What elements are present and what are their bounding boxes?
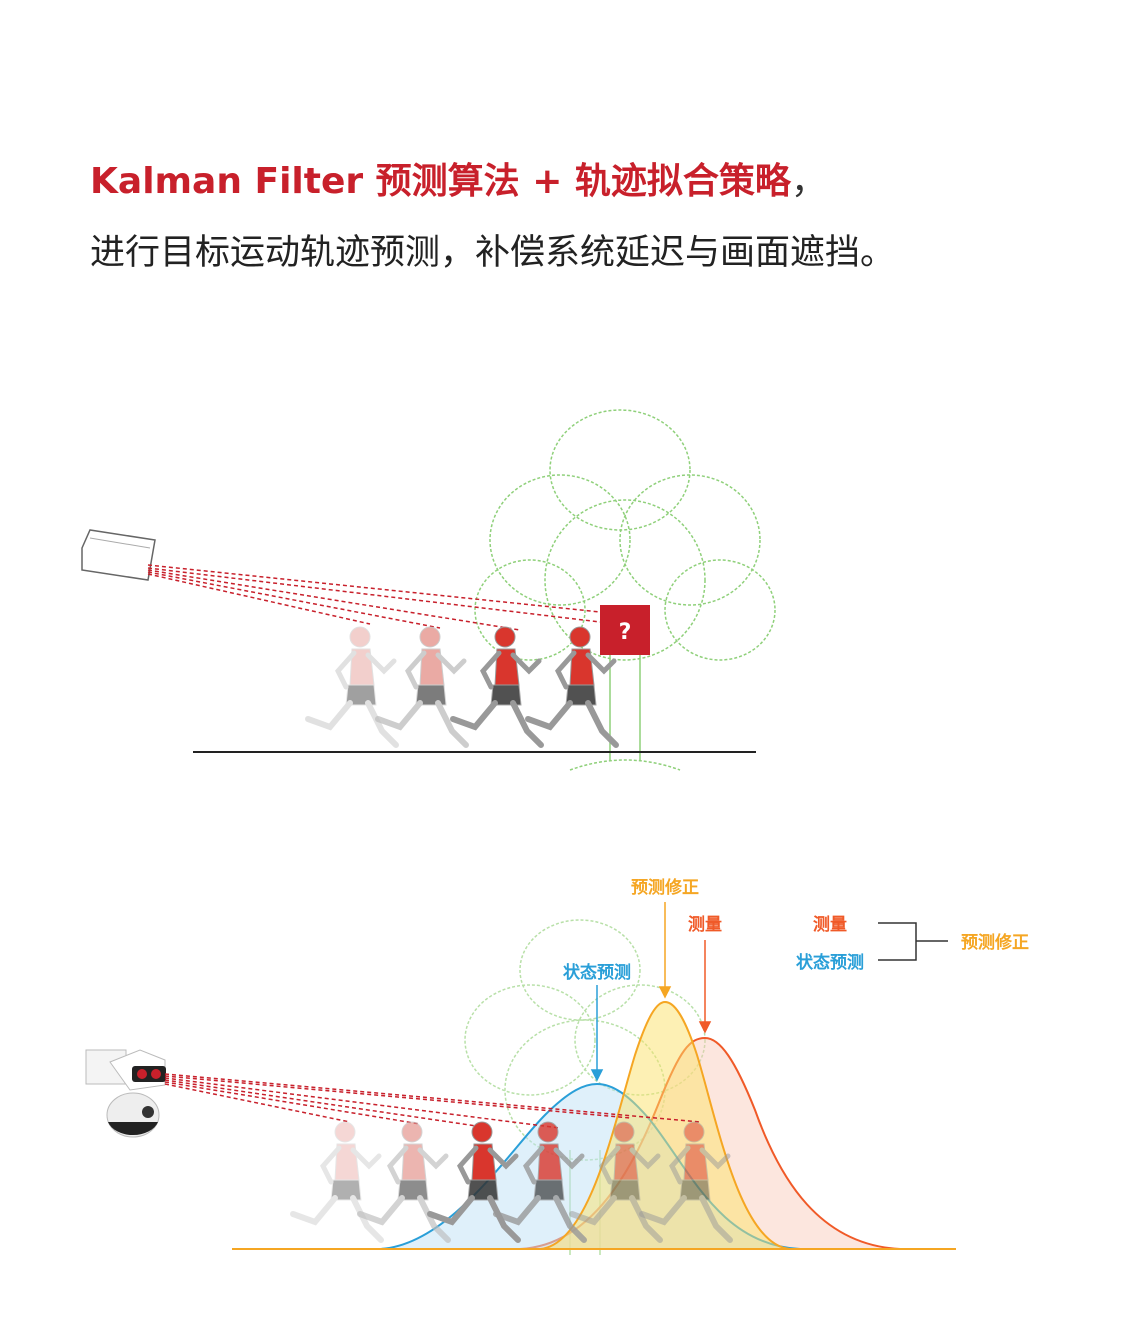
runner-b1 <box>293 1122 381 1240</box>
label-state-prediction: 状态预测 <box>563 962 631 983</box>
runner-3 <box>453 627 541 745</box>
legend: 测量 状态预测 预测修正 <box>796 914 1029 973</box>
label-prediction-correction: 预测修正 <box>631 877 699 898</box>
label-measurement: 测量 <box>688 914 722 935</box>
legend-measurement: 测量 <box>813 914 847 935</box>
ptz-sight-lines <box>164 1073 701 1129</box>
occlusion-box <box>600 605 650 655</box>
occlusion-mark: ? <box>619 620 632 645</box>
ptz-camera-icon <box>85 1049 166 1138</box>
legend-result: 预测修正 <box>961 932 1029 953</box>
tree-top <box>474 409 776 771</box>
legend-bracket <box>878 922 948 961</box>
camera-sight-lines <box>147 564 601 631</box>
runner-1 <box>308 627 396 745</box>
subheadline: 进行目标运动轨迹预测，补偿系统延迟与画面遮挡。 <box>90 233 896 273</box>
pointer-measurement <box>698 940 712 1034</box>
headline-comma: ， <box>790 161 827 202</box>
legend-state-prediction: 状态预测 <box>796 952 864 973</box>
bullet-camera-icon <box>81 529 156 581</box>
headline-text: Kalman Filter 预测算法 + 轨迹拟合策略 <box>90 161 791 202</box>
headline: Kalman Filter 预测算法 + 轨迹拟合策略， <box>90 152 827 204</box>
pointer-state-prediction <box>590 985 604 1082</box>
pointer-prediction-correction <box>658 902 672 999</box>
runner-2 <box>378 627 466 745</box>
bottom-scene: 状态预测 测量 预测修正 测量 状态预测 预测修正 <box>85 877 1029 1255</box>
top-scene: ? <box>81 409 776 771</box>
runner-b2 <box>360 1122 448 1240</box>
